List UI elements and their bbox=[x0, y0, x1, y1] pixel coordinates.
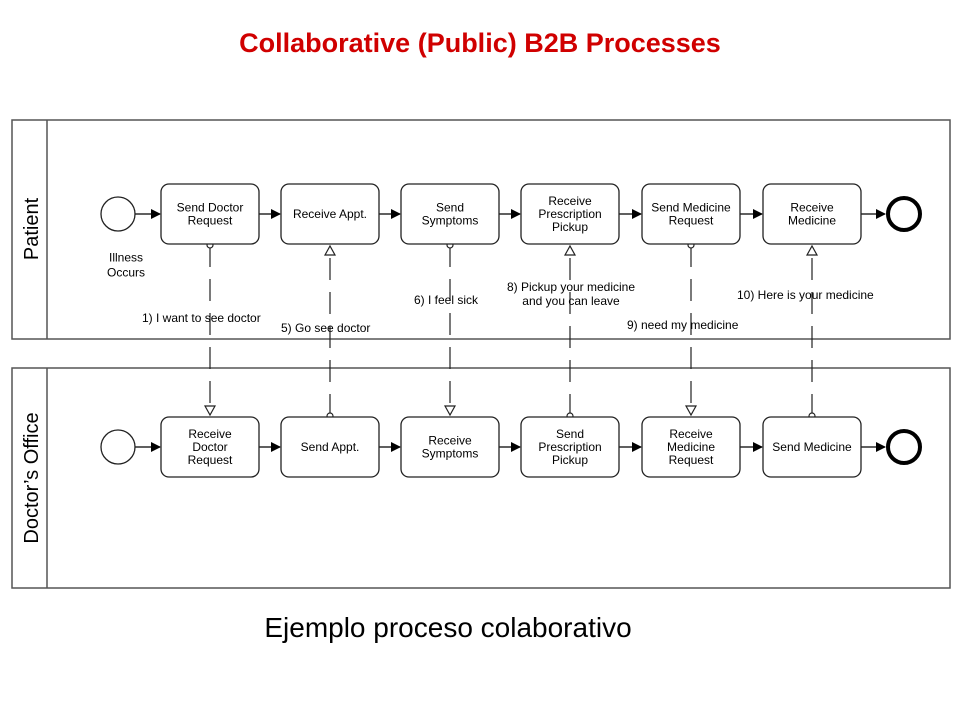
pool-doctor: Doctor’s Office bbox=[11, 367, 951, 589]
message-label-1: 1) I want to see doctor bbox=[142, 311, 261, 325]
task-patient-1 bbox=[160, 183, 260, 245]
pool-label-doctor: Doctor’s Office bbox=[21, 412, 43, 543]
task-doctor-6 bbox=[762, 416, 862, 478]
task-patient-6 bbox=[762, 183, 862, 245]
message-label-5: 9) need my medicine bbox=[627, 318, 739, 332]
page-title: Collaborative (Public) B2B Processes bbox=[239, 28, 721, 58]
task-doctor-2 bbox=[280, 416, 380, 478]
message-label-2: 5) Go see doctor bbox=[281, 321, 370, 335]
task-patient-4 bbox=[520, 183, 620, 245]
end-event-patient bbox=[886, 196, 922, 232]
task-patient-2 bbox=[280, 183, 380, 245]
task-doctor-3 bbox=[400, 416, 500, 478]
end-event-doctor bbox=[886, 429, 922, 465]
pool-label-patient: Patient bbox=[21, 197, 43, 260]
task-doctor-5 bbox=[641, 416, 741, 478]
start-event-doctor bbox=[100, 429, 136, 465]
task-patient-5 bbox=[641, 183, 741, 245]
caption: Ejemplo proceso colaborativo bbox=[264, 612, 632, 643]
task-doctor-1 bbox=[160, 416, 260, 478]
task-label: Send Appt. bbox=[301, 440, 360, 454]
task-label: Send Medicine bbox=[772, 440, 852, 454]
task-patient-3 bbox=[400, 183, 500, 245]
task-doctor-4 bbox=[520, 416, 620, 478]
message-label-3: 6) I feel sick bbox=[414, 293, 479, 307]
message-label-6: 10) Here is your medicine bbox=[737, 288, 874, 302]
start-event-patient bbox=[100, 196, 136, 232]
task-label: Receive Appt. bbox=[293, 207, 367, 221]
